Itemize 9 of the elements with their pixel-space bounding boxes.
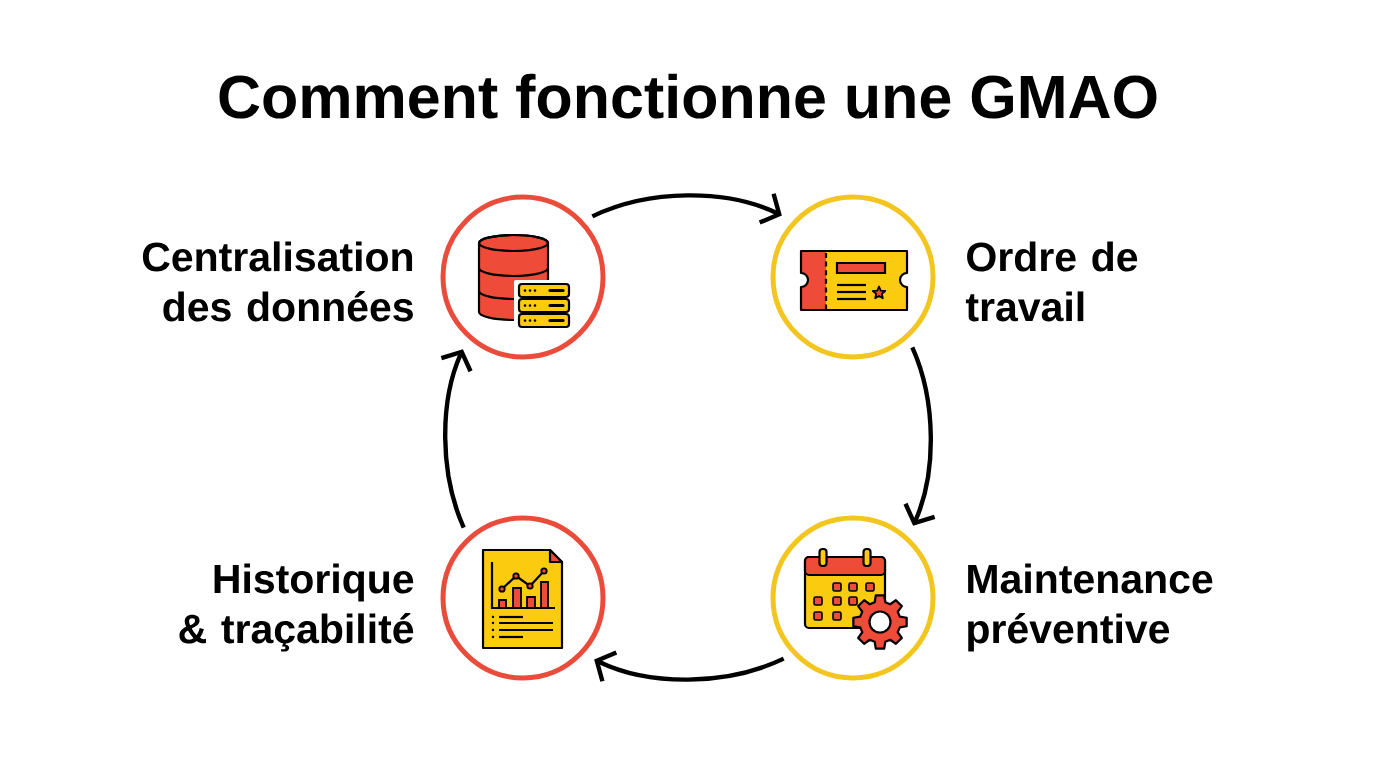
arrow <box>591 193 782 225</box>
arrow <box>594 650 785 682</box>
arrow <box>440 349 473 529</box>
step-label: Maintenance préventive <box>968 563 1213 652</box>
step-label: Centralisation des données <box>142 241 413 322</box>
title: Comment fonctionne une GMAO <box>219 73 1157 119</box>
step-label: Ordre de travail <box>965 241 1138 322</box>
step-label: Historique & traçabilité <box>179 563 414 652</box>
arrow <box>903 346 936 526</box>
